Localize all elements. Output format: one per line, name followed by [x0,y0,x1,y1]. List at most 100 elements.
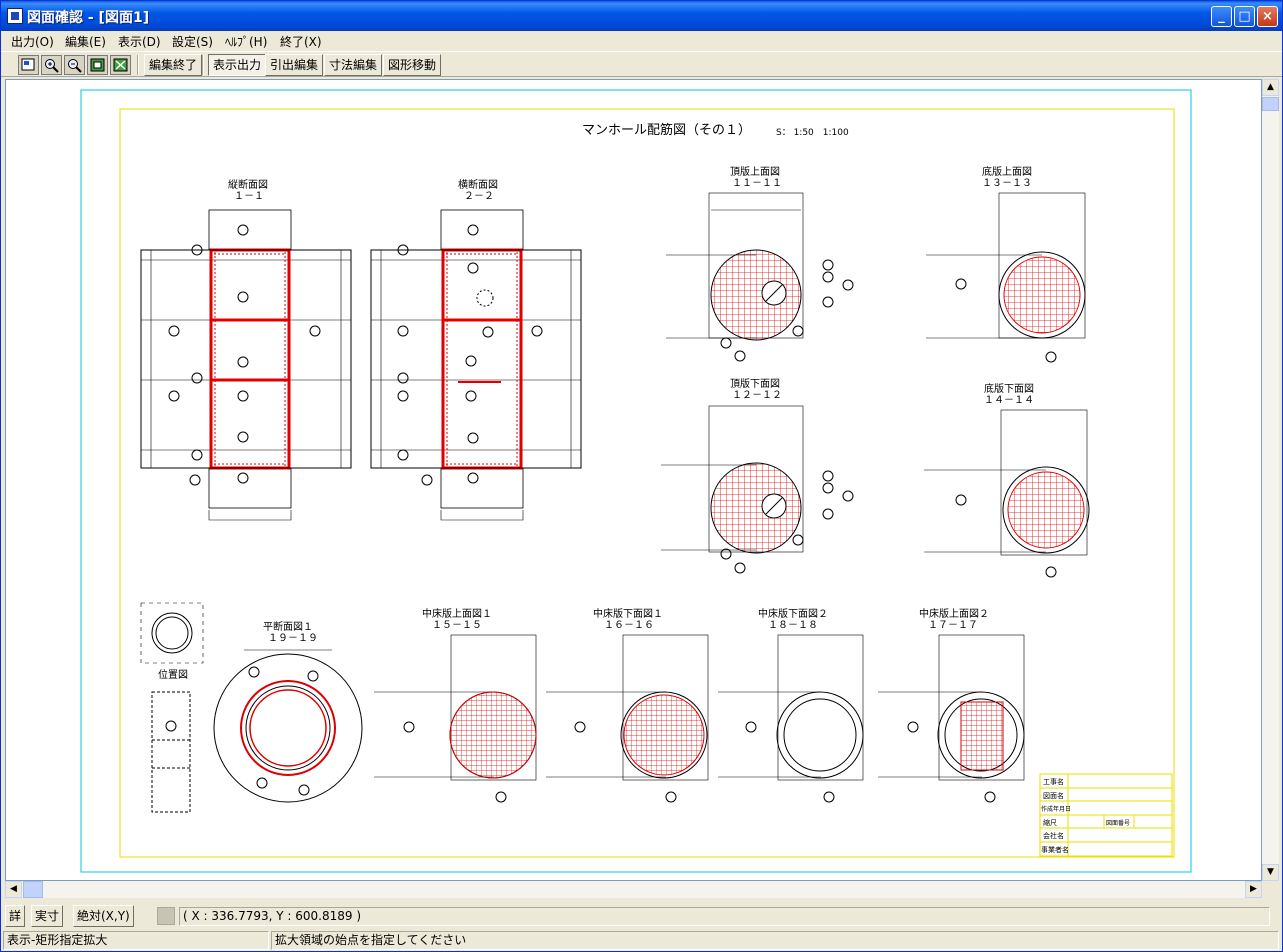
view-transverse-section[interactable]: 横断面図 ２－２ [370,178,582,521]
view-label: 底版下面図 [984,382,1034,395]
view-label: 中床版下面図２ [758,607,828,620]
scroll-up-arrow[interactable]: ▲ [1262,79,1279,96]
status-bar: 表示-矩形指定拡大 拡大領域の始点を指定してください [1,930,1282,952]
title-bar[interactable]: 図面確認 - [図面1] _ □ × [1,1,1282,31]
view-position-map[interactable]: 位置図 [140,602,204,813]
select-tool-button[interactable] [18,55,39,75]
view-label: 頂版上面図 [730,165,780,178]
toolbar-separator [137,55,139,75]
fit-window-button[interactable] [110,55,131,75]
display-output-button[interactable]: 表示出力 [208,54,267,76]
coordinate-mode-icon[interactable] [157,907,175,925]
view-top-slab-lower[interactable]: 頂版下面図 １２－１２ [661,377,854,574]
zoom-in-button[interactable] [41,55,62,75]
leader-edit-button[interactable]: 引出編集 [265,54,324,76]
app-icon[interactable] [7,8,23,24]
view-label: 中床版上面図１ [422,607,492,620]
drawing-scale: S： 1:50 1:100 [776,128,849,138]
view-label: 中床版下面図１ [593,607,663,620]
sheet-border [80,89,1192,873]
view-sublabel: １２－１２ [732,390,782,401]
vertical-scroll-thumb[interactable] [1262,97,1279,111]
view-sublabel: １６－１６ [604,620,654,631]
view-top-slab-upper[interactable]: 頂版上面図 １１－１１ [666,165,854,362]
fit-page-icon [90,58,105,72]
view-plan-section[interactable]: 平断面図１ １９－１９ [213,620,363,803]
horizontal-scroll-thumb[interactable] [23,881,43,898]
view-label: 底版上面図 [982,165,1032,178]
view-sublabel: ２－２ [464,191,494,202]
view-longitudinal-section[interactable]: 縦断面図 １－１ [140,178,352,521]
titleblock-operator: 事業者名 [1041,845,1069,854]
fit-page-button[interactable] [87,55,108,75]
view-middle-slab-upper-1[interactable]: 中床版上面図１ １５－１５ [374,607,537,803]
menu-help[interactable]: ﾍﾙﾌﾟ(H) [225,35,268,49]
view-sublabel: １１－１１ [732,178,782,189]
menu-output[interactable]: 出力(O) [11,35,54,49]
view-bottom-slab-lower[interactable]: 底版下面図 １４－１４ [924,382,1090,578]
zoom-out-button[interactable] [64,55,85,75]
view-middle-slab-lower-1[interactable]: 中床版下面図１ １６－１６ [546,607,709,803]
view-label: 中床版上面図２ [919,607,989,620]
maximize-button[interactable]: □ [1234,6,1255,27]
select-icon [21,58,35,71]
titleblock-date: 作成年月日 [1041,805,1071,813]
scroll-left-arrow[interactable]: ◀ [5,881,22,898]
drawing-title: マンホール配筋図（その１） [582,122,751,138]
detail-button[interactable]: 詳 [5,905,26,927]
view-sublabel: １３－１３ [982,178,1032,189]
titleblock-scale: 縮尺 [1043,818,1057,827]
menu-bar: 出力(O) 編集(E) 表示(D) 設定(S) ﾍﾙﾌﾟ(H) 終了(X) [1,31,1282,51]
shape-move-button[interactable]: 図形移動 [383,54,442,76]
titleblock-company: 会社名 [1043,831,1064,840]
zoom-out-icon [68,59,82,73]
view-label: 横断面図 [458,178,498,191]
minimize-button[interactable]: _ [1211,6,1232,27]
vertical-scrollbar[interactable]: ▲ ▼ [1262,79,1279,881]
scroll-right-arrow[interactable]: ▶ [1245,881,1262,898]
view-middle-slab-upper-2[interactable]: 中床版上面図２ １７－１７ [878,607,1025,803]
coordinate-bar: 詳 実寸 絶対(X,Y) ( X : 336.7793, Y : 600.818… [1,904,1282,928]
actual-size-button[interactable]: 実寸 [31,905,64,927]
drawing-canvas[interactable]: マンホール配筋図（その１） S： 1:50 1:100 縦断面図 １－１ [5,79,1262,881]
status-message: 拡大領域の始点を指定してください [271,931,1279,950]
view-bottom-slab-upper[interactable]: 底版上面図 １３－１３ [926,165,1086,363]
close-icon: × [1262,9,1273,24]
title-block: 工事名 図面名 作成年月日 縮尺 図面番号 会社名 事業者名 [1039,773,1173,857]
horizontal-scrollbar[interactable]: ◀ ▶ [5,881,1262,898]
position-map-label: 位置図 [158,668,188,681]
menu-exit[interactable]: 終了(X) [280,35,322,49]
titleblock-drawing-number: 図面番号 [1106,820,1130,827]
view-sublabel: １－１ [234,191,264,202]
view-label: 頂版下面図 [730,377,780,390]
menu-edit[interactable]: 編集(E) [65,35,106,49]
view-sublabel: １９－１９ [268,633,318,644]
view-sublabel: １７－１７ [928,620,978,631]
titleblock-drawing-name: 図面名 [1043,791,1064,800]
drawing-frame [119,108,1175,858]
zoom-in-icon [45,59,59,73]
close-button[interactable]: × [1257,6,1278,27]
cursor-coordinates: ( X : 336.7793, Y : 600.8189 ) [183,909,362,923]
titleblock-project: 工事名 [1043,777,1064,786]
toolbar-separator [202,55,204,75]
edit-end-button[interactable]: 編集終了 [144,54,203,76]
drawing-sheet: マンホール配筋図（その１） S： 1:50 1:100 縦断面図 １－１ [80,89,1192,873]
absolute-coordinate-button[interactable]: 絶対(X,Y) [73,905,134,927]
menu-view[interactable]: 表示(D) [118,35,161,49]
view-sublabel: １８－１８ [768,620,818,631]
minimize-icon: _ [1218,9,1225,24]
view-label: 縦断面図 [228,178,268,191]
toolbar: 編集終了 表示出力 引出編集 寸法編集 図形移動 [1,51,1282,77]
menu-settings[interactable]: 設定(S) [172,35,213,49]
view-middle-slab-lower-2[interactable]: 中床版下面図２ １８－１８ [718,607,864,803]
window-title: 図面確認 - [図面1] [27,10,150,26]
status-mode: 表示-矩形指定拡大 [3,931,269,950]
scroll-down-arrow[interactable]: ▼ [1262,864,1279,881]
maximize-icon: □ [1238,9,1251,24]
fit-window-icon [113,58,128,72]
view-label: 平断面図１ [263,620,313,633]
coordinate-panel [179,907,1270,926]
dimension-edit-button[interactable]: 寸法編集 [324,54,383,76]
